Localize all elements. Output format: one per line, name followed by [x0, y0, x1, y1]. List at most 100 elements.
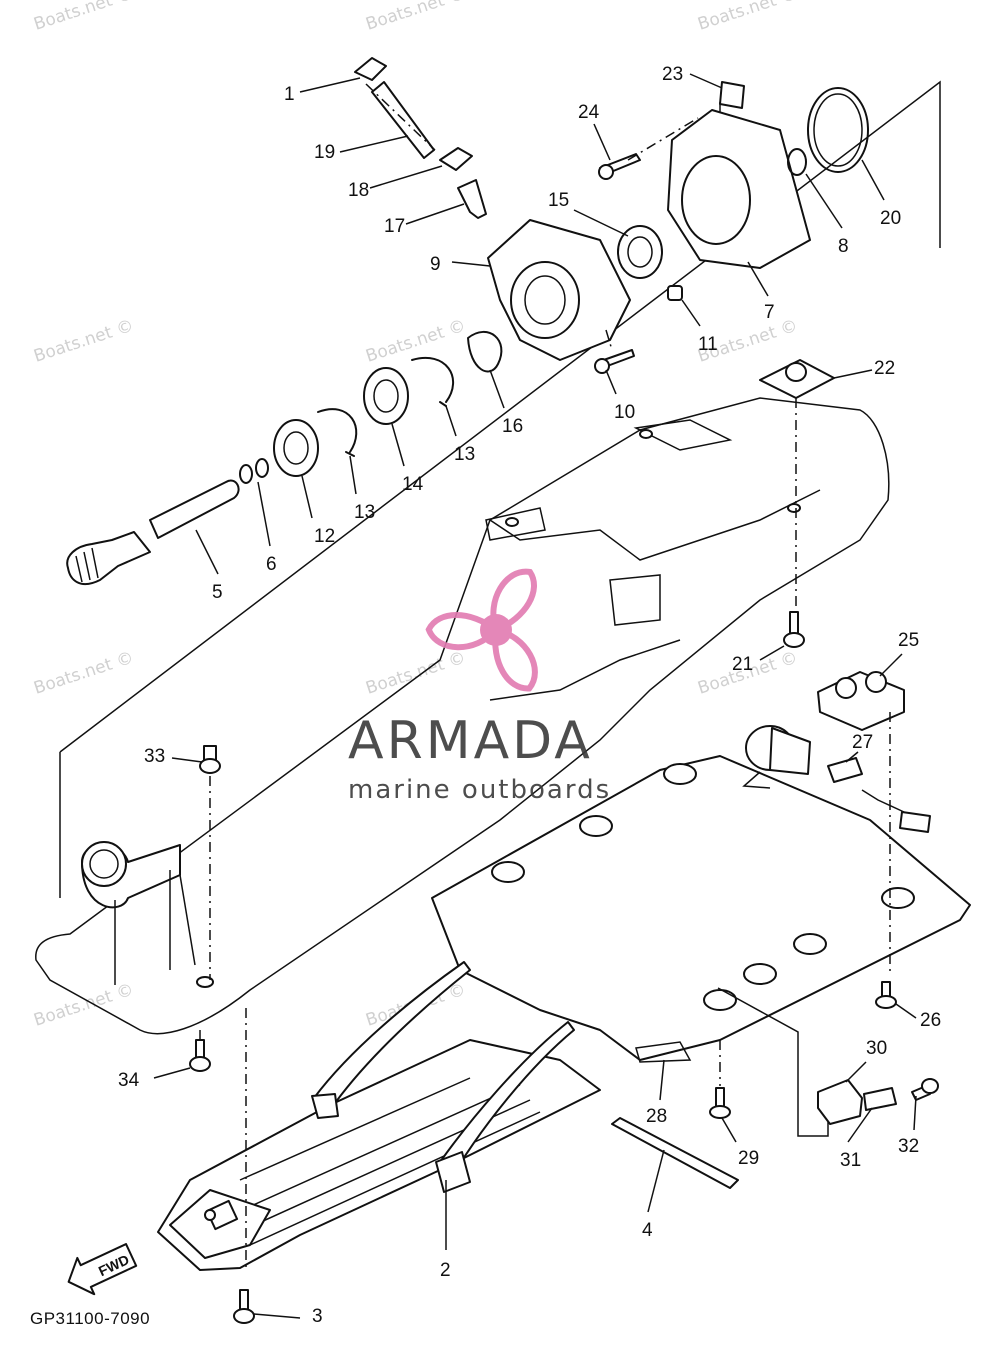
propeller-blade [492, 626, 538, 692]
part-number-label: 4 [642, 1220, 653, 1241]
leader-line [153, 1067, 191, 1079]
propeller-blade [425, 612, 501, 651]
tube-part [81, 841, 196, 985]
leader-line [805, 173, 843, 229]
part-number-label: 26 [920, 1010, 941, 1031]
leader-line [721, 1117, 737, 1143]
leader-line [913, 1095, 917, 1131]
leader-line [681, 299, 701, 327]
propeller-blade [490, 568, 537, 634]
part-number-label: 13 [354, 502, 375, 523]
leader-line [299, 77, 361, 93]
leader-line [171, 757, 203, 763]
part-number-label: 33 [144, 746, 165, 767]
leader-line [845, 751, 859, 763]
propeller-hub [480, 614, 512, 646]
brand-name: ARMADA [348, 711, 593, 771]
part-number-label: 18 [348, 180, 369, 201]
leader-line [833, 369, 873, 379]
part-number-label: 15 [548, 190, 569, 211]
leader-line [349, 455, 357, 495]
part-number-label: 2 [440, 1260, 451, 1281]
forward-direction-badge: FWD [67, 1243, 138, 1296]
leader-line [489, 369, 505, 409]
part-number-label: 20 [880, 208, 901, 229]
leader-line [405, 203, 465, 225]
leader-line [451, 261, 491, 267]
leader-line [257, 481, 271, 547]
leader-line [847, 1107, 873, 1143]
part-number-label: 13 [454, 444, 475, 465]
propeller-icon [425, 568, 538, 692]
leader-line [445, 405, 457, 437]
part-number-label: 19 [314, 142, 335, 163]
brand-tagline: marine outboards [348, 775, 611, 805]
watermark-text: Boats.net © [31, 980, 136, 1031]
upper-frame [59, 80, 941, 898]
diagram-code: GP31100-7090 [30, 1309, 150, 1328]
intake-plate [431, 755, 971, 1063]
watermark-text: Boats.net © [363, 648, 468, 699]
part-number-label: 29 [738, 1148, 759, 1169]
leader-line [647, 1149, 665, 1213]
shaft-assembly [66, 57, 869, 586]
part-number-label: 17 [384, 216, 405, 237]
part-number-label: 10 [614, 402, 635, 423]
brand-logo: ARMADA marine outboards [348, 568, 611, 805]
watermark-text: Boats.net © [31, 0, 136, 35]
part-number-label: 14 [402, 474, 424, 495]
part-number-label: 32 [898, 1136, 919, 1157]
part-number-label: 5 [212, 582, 223, 603]
plate-boss [881, 887, 915, 909]
part-number-label: 12 [314, 526, 335, 547]
leader-line [845, 1061, 867, 1083]
watermark-text: Boats.net © [31, 316, 136, 367]
watermark-text: Boats.net © [363, 0, 468, 35]
leader-line [605, 369, 617, 395]
upper-box-housing [35, 397, 890, 1035]
part-number-label: 21 [732, 654, 753, 675]
plate-boss [703, 989, 737, 1011]
strip-part [611, 1117, 739, 1189]
grate-assembly [157, 961, 601, 1271]
plate-boss [743, 963, 777, 985]
leader-lines [153, 73, 917, 1319]
part-number-label: 31 [840, 1150, 861, 1171]
leader-line [879, 653, 903, 677]
part-label-group: 1234567891011121313141516171819202122232… [118, 64, 941, 1327]
part-number-label: 34 [118, 1070, 140, 1091]
fitting-assembly [709, 359, 939, 1137]
leader-line [659, 1059, 665, 1101]
plate-boss [663, 763, 697, 785]
leader-line [369, 165, 443, 189]
part-number-label: 1 [284, 84, 295, 105]
part-number-label: 8 [838, 236, 849, 257]
leader-line [759, 645, 785, 661]
part-number-label: 11 [698, 334, 718, 355]
part-number-label: 22 [874, 358, 895, 379]
plate-boss [579, 815, 613, 837]
part-number-label: 23 [662, 64, 683, 85]
part-number-label: 27 [852, 732, 873, 753]
leader-line [593, 123, 611, 161]
leader-line [895, 1003, 917, 1019]
leader-line [861, 159, 885, 201]
part-number-label: 6 [266, 554, 277, 575]
leader-line [747, 261, 769, 297]
part-number-label: 9 [430, 254, 441, 275]
part-number-label: 30 [866, 1038, 887, 1059]
part-number-label: 25 [898, 630, 919, 651]
plate-boss [491, 861, 525, 883]
leader-line [301, 475, 313, 519]
plate-boss [793, 933, 827, 955]
watermark-text: Boats.net © [31, 648, 136, 699]
leader-line [195, 529, 219, 575]
leader-line [689, 73, 723, 89]
part-number-label: 16 [502, 416, 523, 437]
bolt-group [189, 745, 255, 1324]
part-number-label: 24 [578, 102, 600, 123]
leader-line [253, 1313, 301, 1319]
watermark-text: Boats.net © [695, 0, 800, 35]
